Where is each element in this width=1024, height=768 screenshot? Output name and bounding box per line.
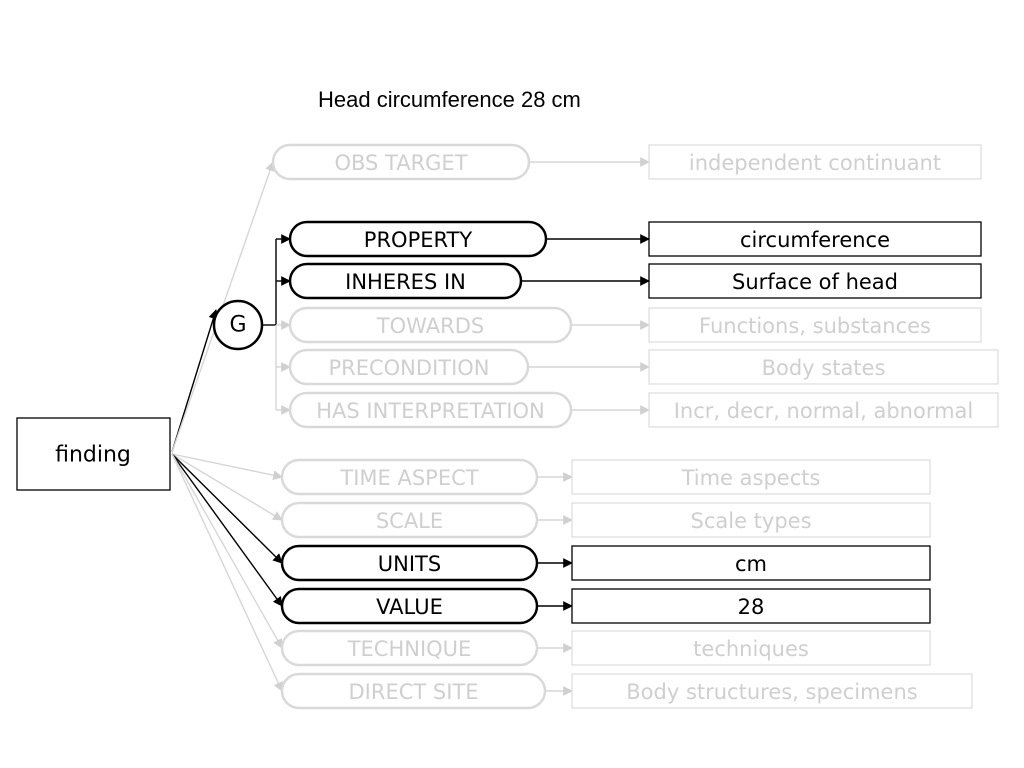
value-direct-site: Body structures, specimens [571,673,973,709]
attribute-has-interpretation: HAS INTERPRETATION [288,391,573,429]
group-node: G [212,299,264,351]
attribute-property: PROPERTY [288,220,548,258]
value-value-box [571,588,931,624]
finding-label: finding [55,443,131,468]
attribute-inheres-in: INHERES IN [288,262,523,300]
value-precondition: Body states [648,349,999,385]
precondition-value-text: Body states [762,356,886,380]
towards-value-text: Functions, substances [699,314,931,338]
attribute-technique: TECHNIQUE [280,629,539,667]
value-property: circumference [648,221,982,257]
value-inheres-in: Surface of head [648,263,982,299]
direct-site-pill [280,672,547,710]
direct-site-value-box [571,673,973,709]
attribute-units: UNITS [280,544,539,582]
connector-finding-to-group [171,309,219,453]
has-interpretation-value-text: Incr, decr, normal, abnormal [674,399,974,423]
units-value-box [571,545,931,581]
value-scale: Scale types [571,502,931,538]
attribute-direct-site: DIRECT SITE [280,672,547,710]
connector-direct-site [171,453,573,696]
value-pill [280,587,539,625]
inheres-in-pill [288,262,523,300]
finding-node: finding [16,417,171,491]
units-pill [280,544,539,582]
scale-value-text: Scale types [690,509,811,533]
property-value-text: circumference [740,228,890,252]
diagram-title: Head circumference 28 cm [318,87,581,112]
value-towards: Functions, substances [648,307,982,343]
connector-lines [171,157,650,696]
value-value: 28 [571,588,931,624]
technique-value-box [571,630,931,666]
attribute-obs-target: OBS TARGET [271,143,531,181]
value-units: cm [571,545,931,581]
inheres-in-value-box [648,263,982,299]
property-pill [288,220,548,258]
precondition-label: PRECONDITION [328,356,489,380]
technique-label: TECHNIQUE [347,637,472,661]
has-interpretation-value-box [648,392,999,428]
has-interpretation-pill [288,391,573,429]
connector-units [171,453,573,568]
units-label: UNITS [378,552,441,576]
obs-target-value-box [648,144,982,180]
obs-target-pill [271,143,531,181]
attribute-precondition: PRECONDITION [288,348,530,386]
scale-value-box [571,502,931,538]
value-time-aspect: Time aspects [571,459,931,495]
direct-site-value-text: Body structures, specimens [626,680,917,704]
units-value-text: cm [735,552,767,576]
has-interpretation-label: HAS INTERPRETATION [316,399,544,423]
towards-label: TOWARDS [376,314,484,338]
connector-technique [171,453,573,653]
direct-site-label: DIRECT SITE [348,680,478,704]
time-aspect-label: TIME ASPECT [339,466,478,490]
time-aspect-value-box [571,459,931,495]
inheres-in-label: INHERES IN [345,270,466,294]
connector-value [171,453,573,611]
value-technique: techniques [571,630,931,666]
technique-pill [280,629,539,667]
towards-pill [288,306,573,344]
connector-scale [171,453,573,525]
scale-label: SCALE [376,509,443,533]
technique-value-text: techniques [693,637,809,661]
property-value-box [648,221,982,257]
obs-target-label: OBS TARGET [334,151,467,175]
attribute-towards: TOWARDS [288,306,573,344]
precondition-pill [288,348,530,386]
group-bracket [262,239,277,410]
time-aspect-value-text: Time aspects [681,466,821,490]
value-has-interpretation: Incr, decr, normal, abnormal [648,392,999,428]
attribute-scale: SCALE [280,501,539,539]
value-value-text: 28 [738,595,765,619]
attribute-time-aspect: TIME ASPECT [280,458,539,496]
scale-pill [280,501,539,539]
value-label: VALUE [376,595,443,619]
group-label: G [229,313,246,338]
obs-target-value-text: independent continuant [689,151,941,175]
inheres-in-value-text: Surface of head [732,270,898,294]
connector-time-aspect [171,453,573,482]
property-label: PROPERTY [364,228,473,252]
time-aspect-pill [280,458,539,496]
precondition-value-box [648,349,999,385]
value-obs-target: independent continuant [648,144,982,180]
towards-value-box [648,307,982,343]
attribute-value: VALUE [280,587,539,625]
